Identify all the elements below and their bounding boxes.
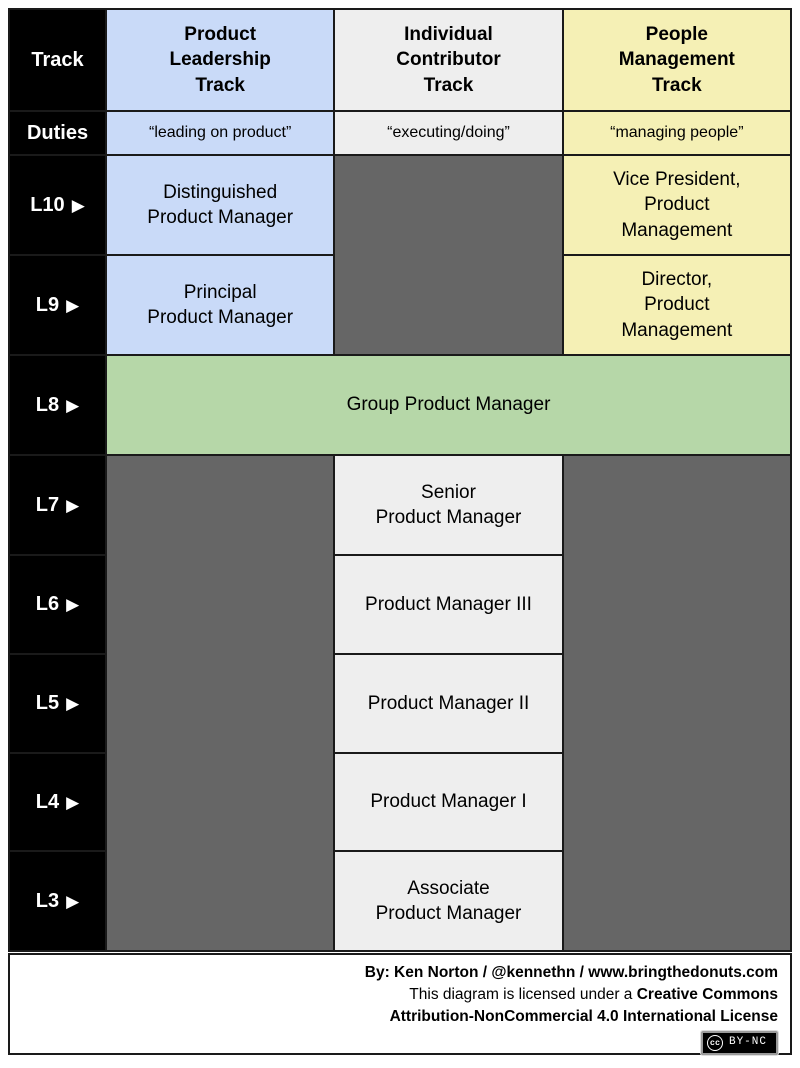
- cell-l4-product-manager-i: Product Manager I: [335, 754, 562, 850]
- level-arrow-icon: ▶: [66, 495, 80, 515]
- cc-by-nc-badge[interactable]: cc BY-NC: [699, 1030, 780, 1056]
- level-label-l10: L10 ▶: [10, 156, 105, 254]
- level-arrow-icon: ▶: [66, 395, 80, 415]
- level-arrow-icon: ▶: [66, 792, 80, 812]
- level-arrow-icon: ▶: [66, 891, 80, 911]
- cc-license-code: BY-NC: [728, 1036, 767, 1049]
- cell-l7-senior-product-manager: Senior Product Manager: [335, 456, 562, 554]
- level-text: L5: [35, 692, 60, 715]
- level-text: L3: [35, 889, 60, 912]
- level-label-l9: L9 ▶: [10, 256, 105, 354]
- level-label-l5: L5 ▶: [10, 655, 105, 752]
- cell-leadership-empty-l7-l3: [107, 456, 334, 950]
- cell-l10-distinguished-product-manager: Distinguished Product Manager: [107, 156, 334, 254]
- duty-leadership: “leading on product”: [107, 112, 334, 154]
- track-row-label: Track: [10, 10, 105, 110]
- level-label-l6: L6 ▶: [10, 556, 105, 653]
- cell-l3-associate-product-manager: Associate Product Manager: [335, 852, 562, 950]
- level-arrow-icon: ▶: [66, 694, 80, 713]
- cc-icon: cc: [706, 1035, 723, 1051]
- level-label-l7: L7 ▶: [10, 456, 105, 554]
- cell-l9-director: Director, Product Management: [563, 256, 790, 354]
- level-text: L7: [35, 493, 60, 516]
- cell-l10-vice-president: Vice President, Product Management: [563, 156, 790, 254]
- header-individual-contributor-track: Individual Contributor Track: [335, 10, 562, 110]
- level-label-l3: L3 ▶: [10, 852, 105, 950]
- level-arrow-icon: ▶: [66, 595, 80, 614]
- duties-row-label: Duties: [10, 112, 105, 154]
- cell-l9-principal-product-manager: Principal Product Manager: [107, 256, 334, 354]
- cell-l5-product-manager-ii: Product Manager II: [335, 655, 562, 752]
- attribution-footer: By: Ken Norton / @kennethn / www.bringth…: [8, 953, 792, 1056]
- license-line-1: This diagram is licensed under a Creativ…: [22, 984, 778, 1006]
- duty-management: “managing people”: [563, 112, 790, 154]
- level-text: L8: [35, 393, 60, 416]
- level-text: L10: [30, 193, 65, 216]
- badge-row: cc BY-NC: [22, 1030, 780, 1056]
- cell-management-empty-l7-l3: [563, 456, 790, 950]
- duty-ic: “executing/doing”: [335, 112, 562, 154]
- license-text: This diagram is licensed under a: [409, 986, 637, 1003]
- cell-l6-product-manager-iii: Product Manager III: [335, 556, 562, 653]
- level-text: L9: [35, 293, 60, 316]
- level-text: L4: [35, 790, 60, 813]
- license-name: Creative Commons: [636, 986, 778, 1003]
- level-arrow-icon: ▶: [71, 195, 85, 215]
- level-label-l4: L4 ▶: [10, 754, 105, 850]
- level-text: L6: [35, 593, 60, 616]
- level-label-l8: L8 ▶: [10, 356, 105, 454]
- level-arrow-icon: ▶: [66, 295, 80, 315]
- cell-l8-group-product-manager: Group Product Manager: [107, 356, 790, 454]
- byline: By: Ken Norton / @kennethn / www.bringth…: [364, 964, 778, 981]
- license-line-2: Attribution-NonCommercial 4.0 Internatio…: [389, 1008, 778, 1025]
- career-ladder-table: Track Product Leadership Track Individua…: [8, 8, 792, 952]
- header-product-leadership-track: Product Leadership Track: [107, 10, 334, 110]
- header-people-management-track: People Management Track: [563, 10, 790, 110]
- cell-ic-empty-l10-l9: [335, 156, 562, 354]
